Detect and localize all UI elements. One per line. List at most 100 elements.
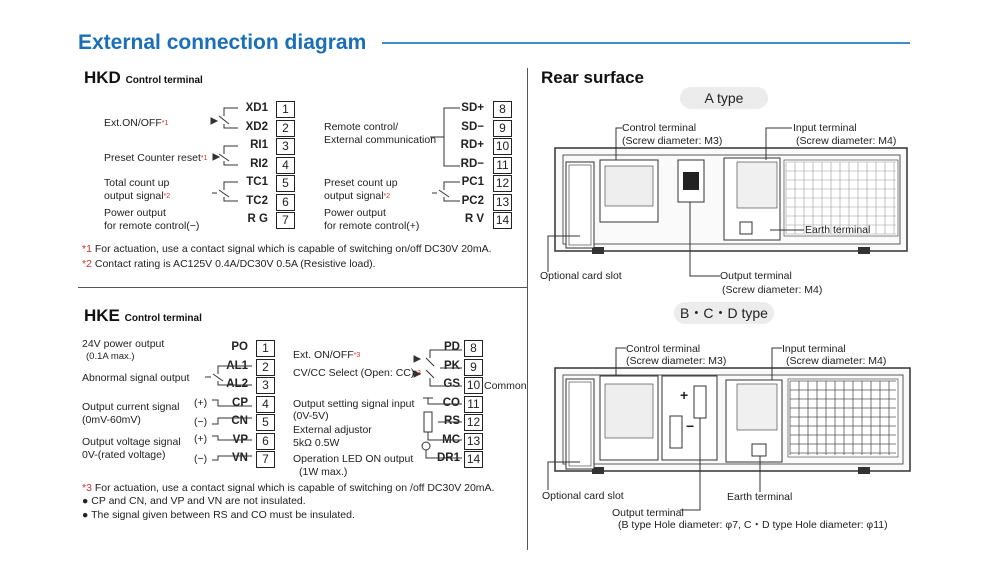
minus-sign: −	[686, 418, 695, 434]
hkd-left-pin-name: TC2	[246, 194, 268, 207]
polarity-plus-2: (+)	[194, 433, 208, 445]
hkd-right-pin-number: 10	[493, 138, 512, 155]
hkd-left-pin-name: RI2	[250, 157, 268, 170]
vertical-divider	[527, 68, 528, 550]
hke-label-01a: (0.1A max.)	[86, 351, 135, 362]
title-rule	[382, 42, 910, 44]
hkd-label-output-signal: output signal*2	[104, 190, 170, 203]
hke-right-pin-number: 10	[464, 377, 483, 394]
label-text: Power output	[324, 207, 386, 219]
hkd-right-pin-number: 11	[493, 156, 512, 174]
hke-label-abnormal: Abnormal signal output	[82, 372, 190, 384]
hke-label-voltage: Output voltage signal	[82, 436, 181, 448]
hke-right-pin-number: 13	[464, 432, 483, 450]
footnote-mark: *3	[353, 352, 361, 359]
note-mark: *1	[82, 243, 92, 255]
hkd-left-pin-number: 3	[276, 138, 295, 155]
hke-note-3: ● The signal given between RS and CO mus…	[82, 509, 355, 521]
label-text: Total count up	[104, 177, 170, 189]
hke-label-adjustor: External adjustor	[293, 424, 372, 436]
hke-label-led: Operation LED ON output	[293, 453, 414, 465]
page-title: External connection diagram	[78, 31, 367, 54]
hkd-left-pin-name: XD2	[245, 120, 268, 133]
label-text: Power output	[104, 207, 166, 219]
hkd-left-pin-number: 7	[276, 212, 295, 229]
hkd-right-pin-number: 12	[493, 175, 512, 192]
hkd-left-pin-number: 1	[276, 101, 295, 118]
hkd-right-pin-name: RD+	[460, 139, 484, 151]
hkd-right-pin-number: 13	[493, 193, 512, 211]
hke-right-pin-number: 8	[464, 340, 483, 357]
hkd-left-pin-number: 4	[276, 156, 295, 174]
hkd-label-remote-control: Remote control/	[324, 121, 398, 134]
hke-right-pin-name: CO	[442, 396, 460, 409]
bcd-input-terminal-label: Input terminal	[782, 343, 846, 355]
hke-left-pin-number: 4	[256, 395, 275, 413]
a-input-terminal-label: Input terminal	[793, 122, 857, 134]
hkd-label-external-comm: External communication	[324, 134, 436, 147]
bcd-control-terminal-label: Control terminal	[626, 343, 701, 355]
label-text: for remote control(+)	[324, 220, 420, 232]
hkd-left-pin-name: XD1	[245, 102, 268, 114]
hkd-label-preset-reset: Preset Counter reset*1	[104, 152, 208, 165]
footnote-mark: *1	[161, 120, 169, 127]
a-output-screw-label: (Screw diameter: M4)	[722, 284, 823, 296]
hkd-left-pin-number: 5	[276, 175, 295, 192]
hke-heading-text: HKE	[84, 306, 120, 325]
hkd-right-pin-number: 8	[493, 101, 512, 118]
a-control-screw-label: (Screw diameter: M3)	[622, 135, 723, 147]
note-text: For actuation, use a contact signal whic…	[91, 482, 495, 494]
hke-left-pin-number: 2	[256, 358, 275, 376]
hke-right-pin-number: 9	[464, 358, 483, 376]
hkd-note-2: *2 Contact rating is AC125V 0.4A/DC30V 0…	[82, 257, 376, 271]
hkd-left-pin-name: R G	[247, 213, 268, 225]
label-text: CV/CC Select (Open: CC)	[293, 367, 415, 379]
hke-left-pin-name: VN	[232, 452, 248, 464]
hkd-right-pin-name: SD+	[461, 102, 484, 114]
hke-heading: HKE Control terminal	[84, 306, 202, 326]
rear-heading: Rear surface	[541, 68, 645, 87]
hkd-note-1: *1 For actuation, use a contact signal w…	[82, 242, 492, 256]
hke-label-current: Output current signal	[82, 401, 180, 413]
bcd-optional-slot-label: Optional card slot	[542, 490, 624, 502]
hkd-right-pin-name: SD−	[461, 120, 484, 133]
plus-sign: +	[680, 387, 689, 403]
hkd-label-power-output: Power output	[104, 207, 166, 220]
bcd-control-screw-label: (Screw diameter: M3)	[626, 355, 727, 367]
hke-subheading: Control terminal	[124, 313, 202, 324]
label-text: Remote control/	[324, 121, 399, 133]
hkd-right-pin-number: 9	[493, 119, 512, 137]
hke-label-led-max: (1W max.)	[299, 466, 348, 478]
note-mark: *3	[82, 482, 92, 494]
hke-label-cvcc: CV/CC Select (Open: CC)*3	[293, 367, 421, 380]
hkd-heading: HKD Control terminal	[84, 68, 203, 88]
hke-left-pin-name: AL2	[226, 378, 248, 390]
hke-right-pin-number: 11	[464, 395, 483, 413]
note-mark: *2	[82, 258, 92, 270]
hke-right-pin-name: PK	[444, 359, 460, 372]
footnote-mark: *3	[414, 370, 421, 377]
hkd-left-pin-name: TC1	[246, 176, 268, 188]
bcd-type-vent-grid	[789, 380, 896, 455]
polarity-plus-1: (+)	[194, 397, 208, 409]
hkd-label-power-output-2: Power output	[324, 207, 386, 220]
hke-left-pin-name: VP	[232, 433, 248, 446]
hke-label-common: Common	[484, 380, 527, 392]
hke-label-current-range: (0mV-60mV)	[82, 414, 141, 426]
hke-left-pin-number: 3	[256, 377, 275, 394]
label-text: Ext.ON/OFF	[104, 117, 162, 129]
hkd-label-ext-onoff: Ext.ON/OFF*1	[104, 117, 168, 130]
hke-left-pin-name: CN	[231, 415, 248, 427]
a-input-screw-label: (Screw diameter: M4)	[796, 135, 897, 147]
note-text: Contact rating is AC125V 0.4A/DC30V 0.5A…	[91, 258, 376, 270]
polarity-minus-1: (−)	[194, 416, 208, 428]
a-optional-slot-label: Optional card slot	[540, 270, 622, 282]
horizontal-divider	[78, 287, 527, 288]
hke-left-pin-number: 6	[256, 432, 275, 450]
hke-label-ext-onoff: Ext. ON/OFF*3	[293, 349, 360, 362]
hke-right-pin-name: MC	[442, 433, 460, 446]
hke-left-pin-number: 5	[256, 414, 275, 431]
hkd-right-pin-name: PC1	[461, 176, 484, 188]
hkd-left-pin-name: RI1	[250, 139, 268, 151]
label-text: External communication	[324, 134, 437, 146]
